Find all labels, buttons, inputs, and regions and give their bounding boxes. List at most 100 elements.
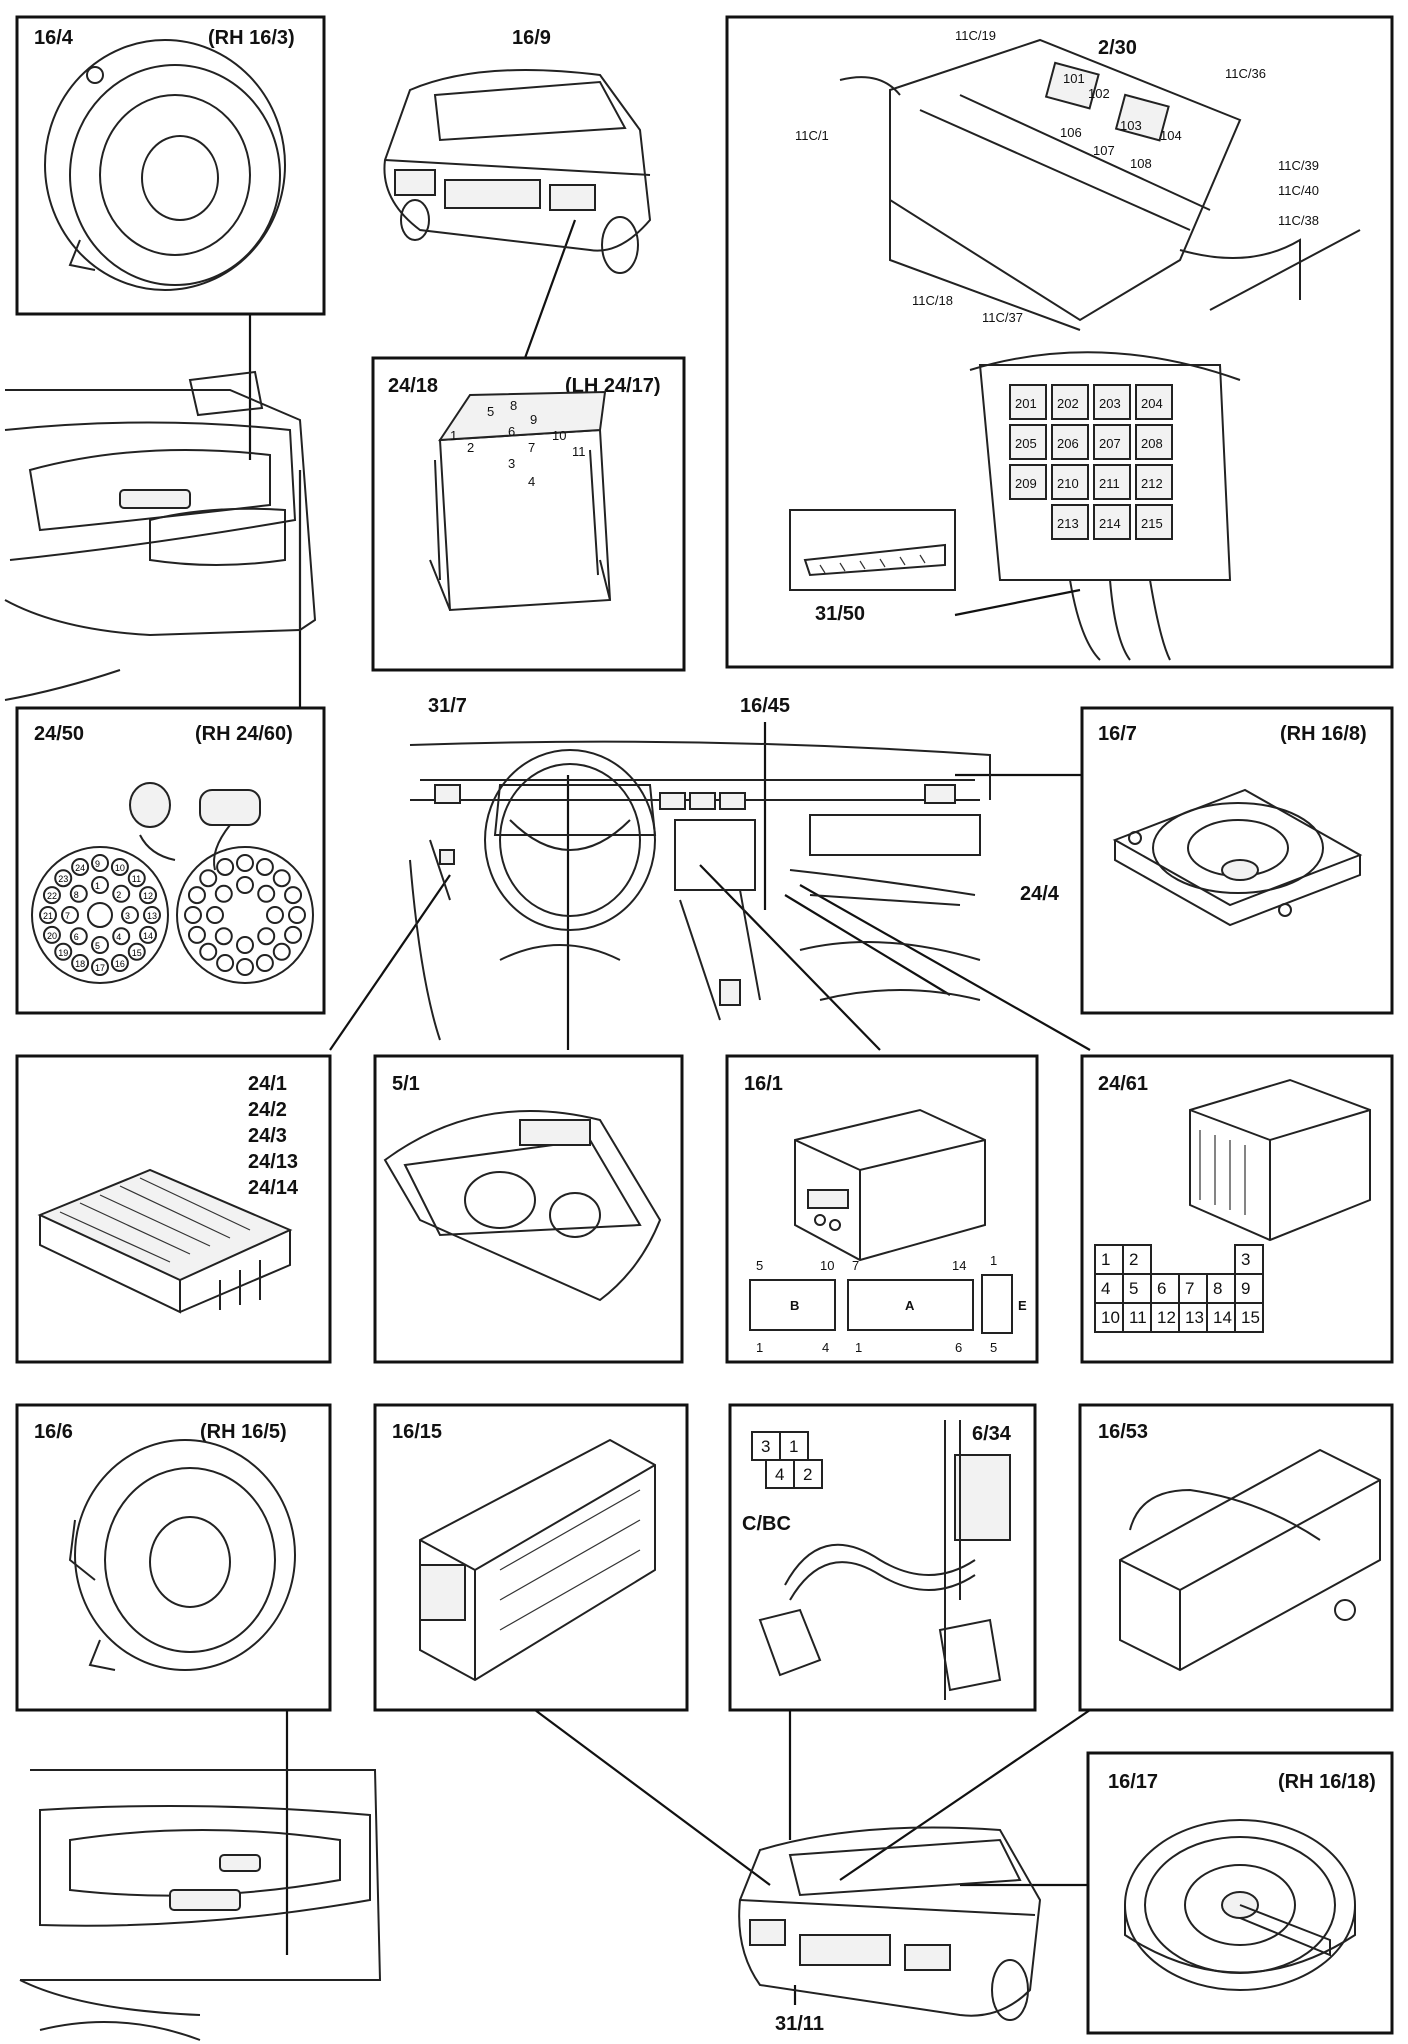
connector-hole — [236, 936, 254, 954]
fuse-cell — [1135, 464, 1173, 500]
cd-changer-illustration — [1119, 1448, 1381, 1672]
fuse-number: 207 — [1099, 436, 1121, 451]
fuse-number: 201 — [1015, 396, 1037, 411]
connector-hole — [255, 857, 274, 876]
connector-31-50: 31/50 — [789, 509, 1081, 625]
leader-lines — [248, 219, 1091, 2005]
pin-number: 1 — [95, 881, 100, 891]
box-label-rh: (RH 16/5) — [200, 1421, 287, 1443]
grid-cell — [1234, 1302, 1264, 1333]
component-box-24-18: 24/18 (LH 24/17) 1 2 3 4 5 6 7 8 9 10 11 — [371, 356, 686, 672]
cell-number: 3 — [1241, 1250, 1250, 1269]
cell-number: 12 — [1157, 1308, 1176, 1327]
connector-hole — [184, 906, 202, 924]
svg-text:6: 6 — [508, 424, 515, 439]
box-label-rh: (RH 16/3) — [208, 27, 295, 49]
pin-number: 8 — [74, 890, 79, 900]
connector-hole — [284, 886, 303, 905]
component-box-24-1: 24/1 24/2 24/3 24/13 24/14 — [15, 1054, 332, 1364]
pin-number: 16 — [115, 959, 125, 969]
component-box-16-7: 16/7 (RH 16/8) — [1080, 706, 1394, 1015]
svg-text:E: E — [1018, 1298, 1027, 1313]
box-label: 16/15 — [392, 1421, 442, 1443]
fuse-number: 204 — [1141, 396, 1163, 411]
svg-text:5: 5 — [756, 1258, 763, 1273]
svg-text:104: 104 — [1160, 128, 1182, 143]
component-box-fusebox: 2/30 101 102 103 104 106 107 108 11C/19 … — [725, 15, 1394, 669]
connector-hole — [206, 906, 224, 924]
radio-connector-e: 1 E 5 — [981, 1253, 1027, 1355]
svg-text:11C/1: 11C/1 — [795, 128, 829, 143]
connector-hole — [257, 927, 276, 946]
fuse-number: 208 — [1141, 436, 1163, 451]
connector-hole — [214, 884, 233, 903]
svg-text:5: 5 — [990, 1340, 997, 1355]
cell-number: 1 — [789, 1437, 798, 1456]
fuse-number: 215 — [1141, 516, 1163, 531]
connector-hole — [236, 854, 254, 872]
pin-number: 5 — [95, 941, 100, 951]
pin-number: 21 — [43, 911, 53, 921]
connector-hole — [214, 927, 233, 946]
fuse-cell — [1009, 384, 1047, 420]
fuse-number: 203 — [1099, 396, 1121, 411]
box-label: 16/4 — [34, 27, 74, 49]
connector-hole — [199, 942, 218, 961]
box-label: 24/14 — [248, 1177, 299, 1199]
connector-hole — [288, 906, 306, 924]
instrument-cluster-illustration — [383, 1110, 662, 1302]
front-door-illustration — [4, 370, 317, 701]
connector-pin — [42, 886, 61, 905]
relay-numbers: 101 102 103 104 106 107 108 — [1060, 71, 1182, 171]
connector-pin — [127, 942, 146, 961]
svg-text:103: 103 — [1120, 118, 1142, 133]
component-box-16-15: 16/15 — [373, 1403, 689, 1712]
fuse-number: 212 — [1141, 476, 1163, 491]
connector-24-18-illustration — [429, 390, 612, 612]
pin-number: 6 — [74, 932, 79, 942]
box-label-rh: (RH 24/60) — [195, 723, 293, 745]
callout-24-4: 24/4 — [1020, 883, 1060, 905]
connector-hole — [187, 925, 206, 944]
connector-hole — [187, 886, 206, 905]
coaxial-speaker-illustration — [1124, 1819, 1356, 1991]
connector-label: 31/50 — [815, 603, 865, 625]
fuse-block-illustration — [37, 1168, 293, 1314]
component-box-16-4: 16/4 (RH 16/3) — [15, 15, 326, 316]
box-label: 24/3 — [248, 1125, 287, 1147]
cell-number: 10 — [1101, 1308, 1120, 1327]
pin-number: 15 — [132, 948, 142, 958]
fuse-cell — [1009, 424, 1047, 460]
svg-text:11C/38: 11C/38 — [1278, 213, 1319, 228]
cell-number: 11 — [1129, 1308, 1147, 1327]
svg-text:11C/19: 11C/19 — [955, 28, 996, 43]
pin-number: 7 — [65, 911, 70, 921]
svg-text:10: 10 — [820, 1258, 834, 1273]
svg-text:11: 11 — [572, 444, 586, 459]
dashboard-illustration — [409, 740, 991, 1041]
callout-16-45: 16/45 — [740, 695, 790, 717]
fuse-number: 205 — [1015, 436, 1037, 451]
box-label: 24/18 — [388, 375, 438, 397]
connector-pin — [143, 906, 161, 924]
component-box-16-1: 16/1 5 10 B 1 4 7 14 A 1 6 1 E — [725, 1054, 1039, 1364]
fuse-cell — [1009, 464, 1047, 500]
svg-text:7: 7 — [852, 1258, 859, 1273]
connector-hole — [272, 869, 291, 888]
fuse-cell — [1135, 504, 1173, 540]
cell-number: 4 — [1101, 1279, 1110, 1298]
connector-pin — [127, 869, 146, 888]
antenna-motor-illustration — [758, 1420, 1011, 1700]
cell-number: 9 — [1241, 1279, 1250, 1298]
callout-16-9: 16/9 — [512, 27, 551, 49]
svg-text:108: 108 — [1130, 156, 1152, 171]
cell-number: 2 — [1129, 1250, 1138, 1269]
connector-pin — [91, 936, 109, 954]
callout-31-11: 31/11 — [775, 2013, 824, 2035]
svg-text:6: 6 — [955, 1340, 962, 1355]
cell-number: 3 — [761, 1437, 770, 1456]
connector-pin — [91, 958, 109, 976]
connector-pin — [139, 925, 158, 944]
